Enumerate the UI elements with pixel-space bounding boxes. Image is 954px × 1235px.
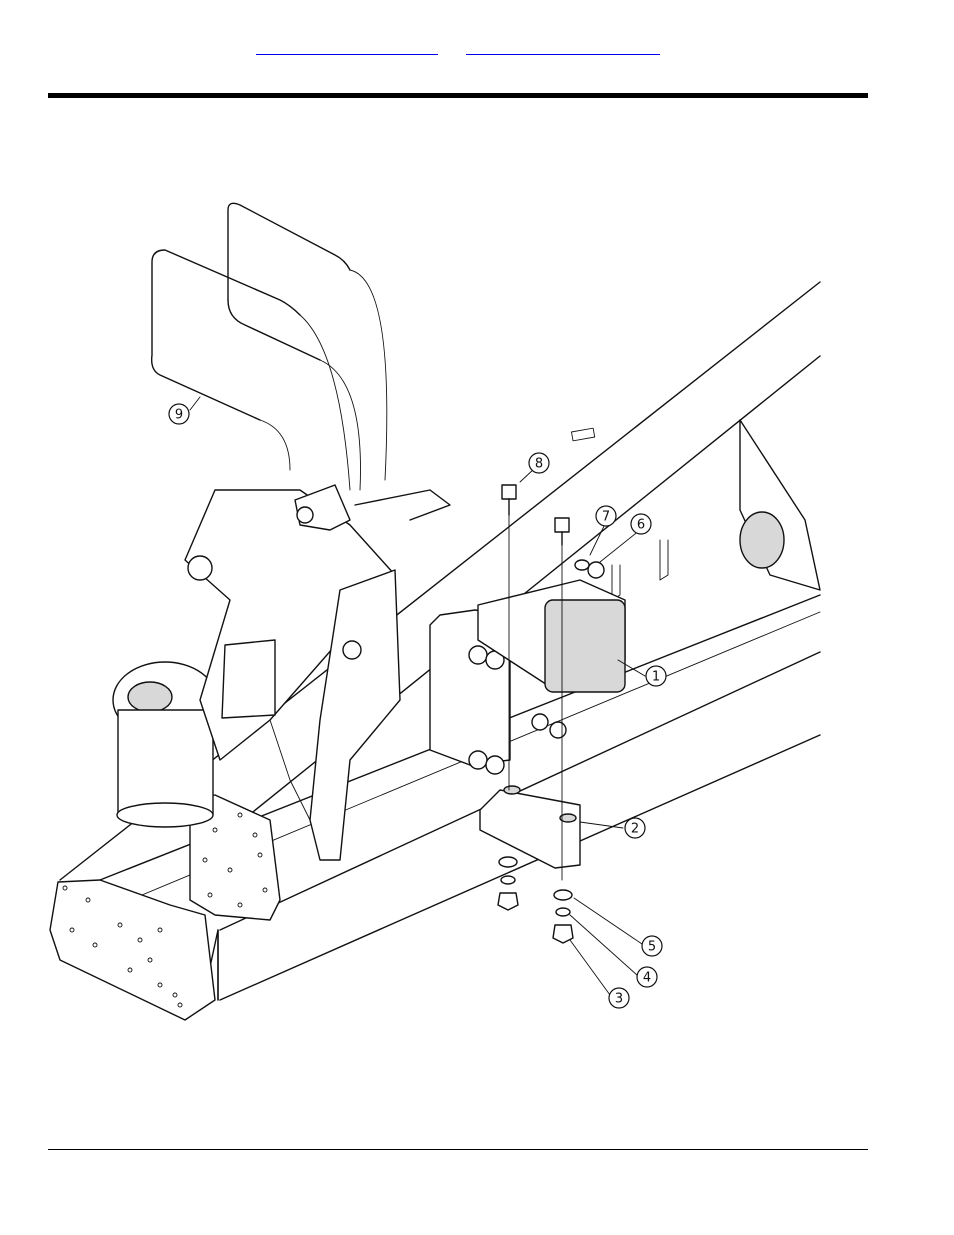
callout-6: 6 (631, 514, 651, 534)
clamp-strap-part-2 (480, 786, 580, 868)
callout-label: 2 (631, 822, 639, 837)
callout-1: 1 (646, 666, 666, 686)
washer-part-7 (575, 560, 589, 570)
hardware-stack-left (498, 857, 518, 910)
callout-label: 6 (637, 518, 645, 533)
end-mounting-plate (50, 795, 280, 1020)
callout-label: 4 (643, 971, 651, 986)
callout-label: 8 (535, 457, 543, 472)
callout-label: 7 (602, 510, 610, 525)
bolt-hole (138, 938, 142, 942)
callout-label: 9 (175, 408, 183, 423)
flat-washer-part-5 (554, 890, 572, 900)
bolt-hole (128, 968, 132, 972)
bolt-hole (203, 858, 207, 862)
bolt-hole (173, 993, 177, 997)
handle-part-9 (152, 203, 387, 490)
bolt-hole (158, 983, 162, 987)
bolt-hole (70, 928, 74, 932)
callout-2: 2 (625, 818, 645, 838)
callout-label: 1 (652, 670, 660, 685)
callout-label: 5 (648, 940, 656, 955)
bolt-hole (258, 853, 262, 857)
lockwasher-part-4 (556, 908, 570, 916)
bolt-hole (238, 903, 242, 907)
bolt-hole (63, 886, 67, 890)
bolt-hole (263, 888, 267, 892)
bolt-hole (148, 958, 152, 962)
bolt-hole (253, 833, 257, 837)
callout-9: 9 (169, 404, 189, 424)
callout-8: 8 (529, 453, 549, 473)
bolt-hole (158, 928, 162, 932)
bolt-hole (118, 923, 122, 927)
bolt-hole (238, 813, 242, 817)
callout-3: 3 (609, 988, 629, 1008)
bolt-hole (93, 943, 97, 947)
locknut-part-6 (588, 562, 604, 578)
bolt-hole (213, 828, 217, 832)
hitch-pivot-cylinder (113, 662, 217, 827)
bolt-hole (178, 1003, 182, 1007)
callout-4: 4 (637, 967, 657, 987)
callout-7: 7 (596, 506, 616, 526)
bolt-hole (208, 893, 212, 897)
bolt-hole (86, 898, 90, 902)
callout-5: 5 (642, 936, 662, 956)
callout-label: 3 (615, 992, 623, 1007)
bolt-hole (228, 868, 232, 872)
